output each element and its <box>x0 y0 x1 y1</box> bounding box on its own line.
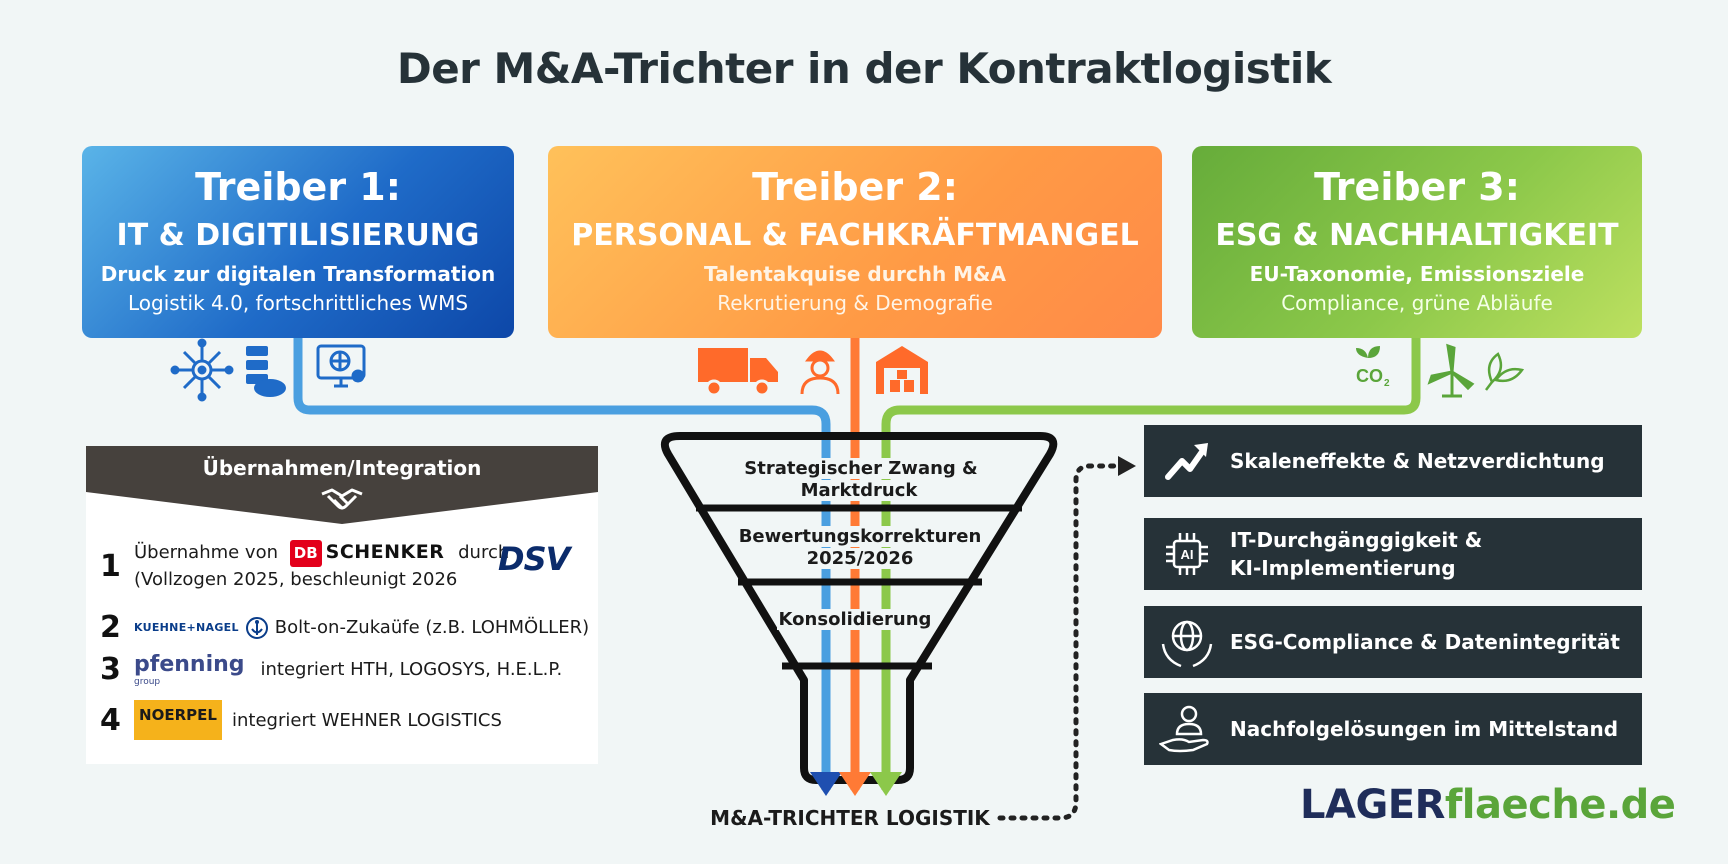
acquisitions-panel: Übernahmen/Integration 1 Übernahme von D… <box>86 446 598 764</box>
driver-heading: Treiber 2: <box>752 165 958 209</box>
funnel-bottom-label: M&A-TRICHTER LOGISTIK <box>710 806 990 830</box>
leaf-icon <box>1485 352 1525 391</box>
effect-box-it: AI IT-Durchgänggigkeit & KI-Implementier… <box>1144 518 1642 590</box>
trend-up-icon <box>1165 443 1208 480</box>
driver-esg-box: Treiber 3: ESG & NACHHALTIGKEIT EU-Taxon… <box>1192 146 1642 338</box>
schenker-logo: SCHENKER <box>325 541 445 563</box>
dsv-logo: DSV <box>498 540 570 578</box>
pfenning-logo: pfenning <box>134 651 245 677</box>
dotted-connector <box>997 463 1123 821</box>
monitor-globe-icon <box>316 344 366 388</box>
truck-icon <box>698 348 778 397</box>
funnel-stage-label: Strategischer Zwang & Marktdruck <box>690 458 1030 502</box>
acquisition-prefix: Übernahme von <box>134 542 279 563</box>
acquisition-item-4: 4 NOERPEL integriert WEHNER LOGISTICS <box>100 700 502 740</box>
funnel-stage-text: 2025/2026 <box>804 548 916 569</box>
dotted-arrow-head <box>1118 456 1136 476</box>
noerpel-logo: NOERPEL <box>134 700 222 740</box>
driver-detail: Rekrutierung & Demografie <box>717 291 993 315</box>
driver-personal-box: Treiber 2: PERSONAL & FACHKRÄFTMANGEL Ta… <box>548 146 1162 338</box>
pfenning-logo-sub: group <box>134 676 161 687</box>
arrow-head-it <box>810 772 842 796</box>
acquisition-text: integriert HTH, LOGOSYS, H.E.L.P. <box>260 659 563 680</box>
funnel-stage-label: Bewertungskorrekturen 2025/2026 <box>730 526 990 570</box>
driver-topic: ESG & NACHHALTIGKEIT <box>1215 218 1619 253</box>
funnel-stage-text: Konsolidierung <box>776 609 934 630</box>
driver-topic: PERSONAL & FACHKRÄFTMANGEL <box>571 218 1139 253</box>
acquisition-detail: (Vollzogen 2025, beschleunigt 2026 <box>134 569 458 590</box>
flow-line-it <box>293 338 831 790</box>
driver-detail: Logistik 4.0, fortschrittliches WMS <box>127 291 469 315</box>
arrow-head-esg <box>870 772 902 796</box>
wind-turbine-icon <box>1427 343 1475 398</box>
db-logo: DB <box>289 540 322 567</box>
ai-chip-label: AI <box>1181 547 1194 562</box>
network-hub-icon <box>170 338 234 402</box>
effect-label: ESG-Compliance & Datenintegrität <box>1230 630 1620 654</box>
effect-label: Nachfolgelösungen im Mittelstand <box>1230 717 1619 741</box>
driver-heading: Treiber 3: <box>1314 165 1520 209</box>
warehouse-icon <box>876 346 928 394</box>
globe-hands-icon <box>1161 620 1213 668</box>
acquisition-text: integriert WEHNER LOGISTICS <box>232 709 502 731</box>
acquisition-middle: durch <box>458 542 510 563</box>
acquisition-number: 4 <box>100 702 121 738</box>
acquisitions-title: Übernahmen/Integration <box>202 456 482 480</box>
effect-label: Skaleneffekte & Netzverdichtung <box>1230 449 1605 473</box>
co2-label: CO <box>1356 366 1383 386</box>
ai-chip-icon: AI <box>1166 533 1208 575</box>
acquisition-item-3: 3 pfenning group integriert HTH, LOGOSYS… <box>100 652 562 687</box>
brand-logo: LAGERflaeche.de <box>1300 782 1676 828</box>
driver-subtitle: Talentakquise durchh M&A <box>704 262 1006 286</box>
driver-topic: IT & DIGITILISIERUNG <box>116 218 480 253</box>
acquisition-number: 2 <box>100 610 121 645</box>
flow-line-esg <box>881 338 1421 790</box>
brand-part-2: flaeche.de <box>1444 782 1676 828</box>
funnel-stage-label: Konsolidierung <box>760 609 950 631</box>
funnel-stage-text: Bewertungskorrekturen <box>736 526 984 547</box>
effect-box-esg: ESG-Compliance & Datenintegrität <box>1144 606 1642 678</box>
acquisition-item-2: 2 KUEHNE+NAGEL Bolt-on-Zukaüfe (z.B. LOH… <box>100 610 589 645</box>
driver-detail: Compliance, grüne Abläufe <box>1281 291 1553 315</box>
co2-subscript: 2 <box>1384 378 1390 389</box>
page-title: Der M&A-Trichter in der Kontraktlogistik <box>396 44 1332 93</box>
effect-label: IT-Durchgänggigkeit & <box>1230 528 1483 552</box>
kuehne-nagel-logo: KUEHNE+NAGEL <box>134 621 239 634</box>
arrow-head-personal <box>839 772 871 796</box>
handshake-icon <box>321 488 363 510</box>
worker-icon <box>800 350 840 395</box>
funnel-outline <box>661 432 1058 784</box>
server-cloud-icon <box>246 346 286 397</box>
acquisition-text: Bolt-on-Zukaüfe (z.B. LOHMÖLLER) <box>274 617 590 638</box>
effect-box-succession: Nachfolgelösungen im Mittelstand <box>1144 693 1642 765</box>
person-hand-icon <box>1159 705 1209 753</box>
effect-box-scale: Skaleneffekte & Netzverdichtung <box>1144 425 1642 497</box>
funnel-stage-text: Strategischer Zwang & Marktdruck <box>742 458 978 501</box>
co2-icon: CO 2 <box>1356 346 1390 389</box>
acquisition-number: 3 <box>100 652 121 687</box>
anchor-icon <box>245 616 268 639</box>
driver-heading: Treiber 1: <box>195 165 401 209</box>
acquisition-number: 1 <box>100 548 121 584</box>
effect-label: KI-Implementierung <box>1230 556 1456 580</box>
driver-subtitle: Druck zur digitalen Transformation <box>100 262 496 286</box>
driver-subtitle: EU-Taxonomie, Emissionsziele <box>1249 262 1585 286</box>
driver-it-box: Treiber 1: IT & DIGITILISIERUNG Druck zu… <box>82 146 514 338</box>
brand-part-1: LAGER <box>1300 782 1445 828</box>
acquisitions-header <box>86 446 598 524</box>
